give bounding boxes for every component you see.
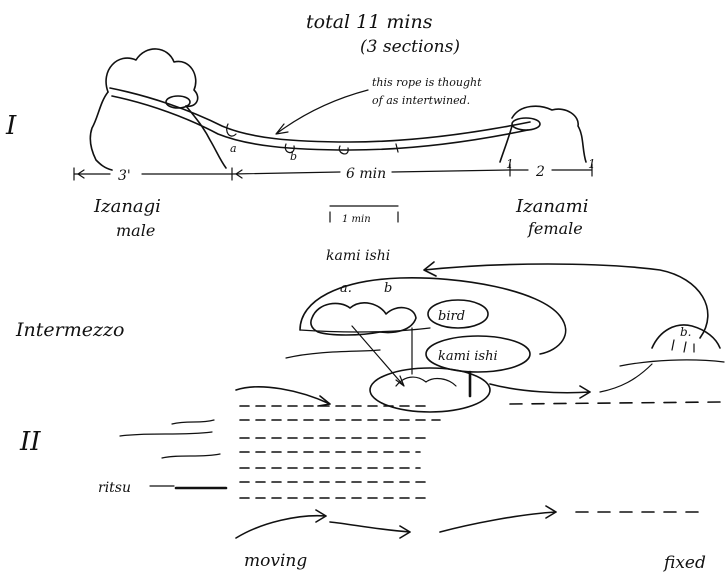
bottom-left-label: ritsu bbox=[98, 480, 131, 496]
rope-knot-right bbox=[511, 117, 541, 131]
stones-water-line bbox=[299, 327, 431, 333]
kami-ishi-top: kami ishi bbox=[326, 248, 390, 264]
section-label-one: I bbox=[5, 111, 17, 141]
curve-to-right-hill bbox=[599, 363, 653, 393]
left-mountain bbox=[89, 91, 227, 171]
bottom-arrow-1 bbox=[235, 509, 327, 539]
duration-middle: 6 min bbox=[346, 166, 386, 182]
bottom-arrow-3 bbox=[439, 505, 557, 533]
duration-left: 3' bbox=[118, 168, 131, 184]
stone-label-b: b bbox=[384, 281, 392, 296]
timeline-line bbox=[73, 169, 593, 175]
section-label-interlude: Intermezzo bbox=[15, 319, 124, 341]
izanami-sub: female bbox=[527, 219, 583, 238]
duration-right-a: 1 bbox=[506, 157, 514, 171]
bird-stone bbox=[427, 299, 489, 329]
duration-right-c: 1 bbox=[588, 157, 596, 171]
header-subtitle: (3 sections) bbox=[360, 37, 460, 57]
horizon-line-lower bbox=[619, 359, 725, 367]
kami-ishi-stone bbox=[425, 335, 531, 373]
min-bracket bbox=[329, 205, 399, 223]
izanami-label: Izanami bbox=[515, 196, 588, 217]
bottom-arrow-2 bbox=[329, 521, 411, 539]
stones-loop bbox=[299, 277, 567, 355]
duration-right-b: 2 bbox=[535, 164, 545, 180]
center-mountain bbox=[395, 376, 457, 387]
water-dash-rows bbox=[239, 405, 441, 499]
outgoing-arrow bbox=[489, 383, 591, 399]
stones-outline bbox=[310, 302, 417, 336]
rope-mark-b: b bbox=[290, 150, 297, 163]
rope-note-arrow bbox=[275, 89, 369, 135]
right-hill-tufts bbox=[671, 339, 695, 353]
rope-upper bbox=[109, 87, 531, 143]
stone-connector-1 bbox=[351, 325, 405, 387]
timeline-ticks bbox=[73, 163, 593, 181]
left-cloud bbox=[105, 48, 199, 108]
bottom-moving: moving bbox=[244, 551, 307, 571]
rope-note-line2: of as intertwined. bbox=[372, 94, 470, 107]
rope-knot-left bbox=[165, 95, 191, 109]
river-dashes bbox=[509, 401, 721, 405]
incoming-arrow bbox=[235, 386, 331, 407]
izanagi-label: Izanagi bbox=[93, 196, 161, 217]
horizon-line-upper bbox=[285, 349, 381, 359]
header-title: total 11 mins bbox=[306, 11, 433, 33]
right-hill bbox=[651, 324, 721, 349]
right-cliff bbox=[499, 105, 587, 163]
rope-mark-a: a bbox=[230, 142, 237, 155]
left-waves bbox=[119, 419, 221, 487]
bird-label: bird bbox=[438, 309, 465, 324]
rope-ties bbox=[226, 123, 399, 155]
bottom-fixed: fixed bbox=[662, 553, 706, 573]
center-oval bbox=[369, 367, 491, 413]
bracket-label: 1 min bbox=[342, 214, 371, 225]
kami-ishi-mid: kami ishi bbox=[438, 349, 498, 364]
izanagi-sub: male bbox=[116, 221, 155, 240]
section-label-two: II bbox=[19, 427, 41, 457]
rope-note-line1: this rope is thought bbox=[372, 76, 482, 89]
top-arc bbox=[423, 261, 709, 339]
rope-lower bbox=[111, 95, 529, 151]
right-hill-label: b. bbox=[680, 325, 692, 339]
stone-label-a: a. bbox=[340, 281, 352, 296]
